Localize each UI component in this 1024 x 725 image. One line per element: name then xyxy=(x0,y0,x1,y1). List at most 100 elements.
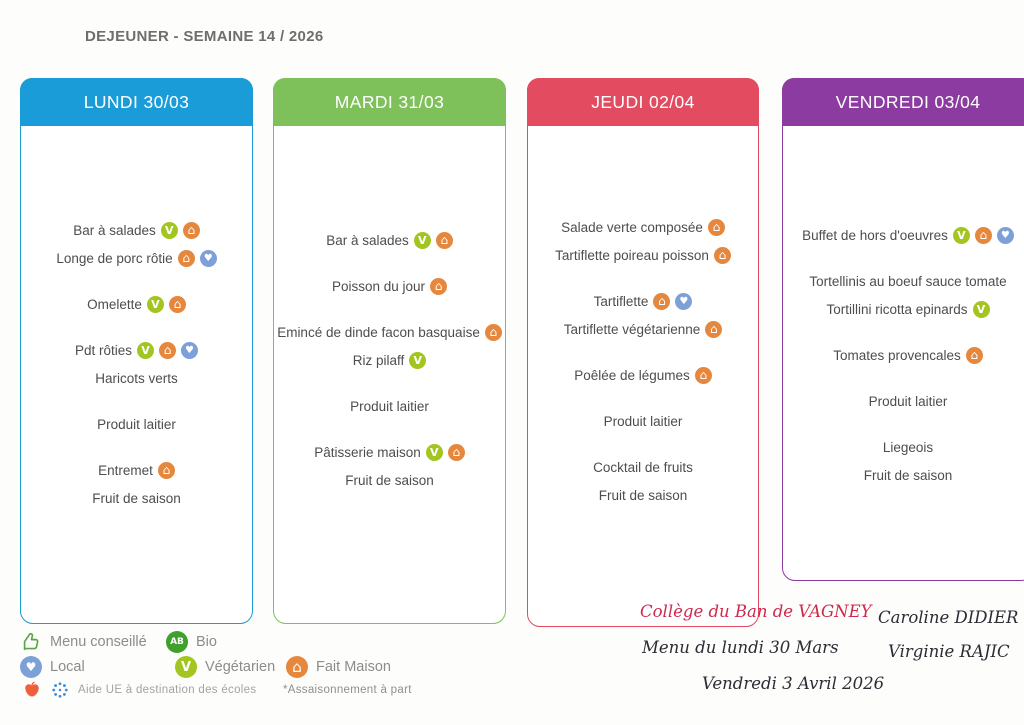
fait-maison-icon: ⌂ xyxy=(484,324,502,341)
menu-course-group: Pâtisserie maison V⌂ Fruit de saison xyxy=(280,443,499,490)
legend-vegetarien: V Végétarien xyxy=(175,656,275,678)
fait-maison-icon: ⌂ xyxy=(159,342,177,359)
menu-item-label: Buffet de hors d'oeuvres xyxy=(802,228,948,243)
menu-course-group: Entremet⌂Fruit de saison xyxy=(27,461,246,508)
local-icon: ♥ xyxy=(181,342,199,359)
legend-menu-conseille: Menu conseillé xyxy=(20,631,147,653)
legend-label-menu-conseille: Menu conseillé xyxy=(50,634,147,650)
legend-assaisonnement: *Assaisonnement à part xyxy=(283,684,412,696)
fait-maison-icon: ⌂ xyxy=(447,444,465,461)
vegetarien-icon: V xyxy=(137,342,155,359)
menu-item-label: Fruit de saison xyxy=(345,473,434,488)
legend-label-vegetarien: Végétarien xyxy=(205,659,276,675)
menu-item-label: Entremet xyxy=(98,463,153,478)
menu-item-label: Riz pilaff xyxy=(352,353,405,368)
menu-item-label: Omelette xyxy=(87,297,142,312)
menu-item-label: Tartiflette végétarienne xyxy=(563,322,701,337)
legend-local: ♥ Local xyxy=(20,656,85,678)
menu-item: Poisson du jour⌂ xyxy=(280,277,499,296)
day-header-jeudi: JEUDI 02/04 xyxy=(527,78,759,126)
menu-item-label: Pdt rôties xyxy=(74,343,133,358)
fait-maison-icon: ⌂ xyxy=(965,347,983,364)
fait-maison-icon: ⌂ xyxy=(705,321,723,338)
legend-bio: AB Bio xyxy=(166,631,217,653)
footer-signature-1: Caroline DIDIER xyxy=(878,608,1019,627)
legend-label-aide-ue: Aide UE à destination des écoles xyxy=(78,684,257,696)
footer-school-name: Collège du Ban de VAGNEY xyxy=(640,602,872,621)
menu-item: Tartiflette⌂♥ xyxy=(534,292,752,311)
menu-item: Entremet⌂ xyxy=(27,461,246,480)
menu-item: Tortellinis au boeuf sauce tomate xyxy=(789,272,1024,291)
menu-item-label: Produit laitier xyxy=(97,417,176,432)
menu-item: Pdt rôties V⌂♥ xyxy=(27,341,246,360)
menu-item-label: Emincé de dinde facon basquaise xyxy=(277,325,480,340)
menu-item-label: Tortellinis au boeuf sauce tomate xyxy=(809,274,1007,289)
vegetarien-icon: V xyxy=(175,656,197,678)
fait-maison-icon: ⌂ xyxy=(707,219,725,236)
fait-maison-icon: ⌂ xyxy=(435,232,453,249)
fait-maison-icon: ⌂ xyxy=(177,250,195,267)
menu-course-group: Tartiflette⌂♥ Tartiflette végétarienne ⌂ xyxy=(534,292,752,339)
menu-item-label: Pâtisserie maison xyxy=(314,445,421,460)
menu-item-label: Tartiflette poireau poisson xyxy=(555,248,709,263)
vegetarien-icon: V xyxy=(146,296,164,313)
vegetarien-icon: V xyxy=(160,222,178,239)
local-icon: ♥ xyxy=(675,293,693,310)
menu-course-group: Bar à salades V ⌂Longe de porc rôtie ⌂♥ xyxy=(27,221,246,268)
day-header-vendredi: VENDREDI 03/04 xyxy=(782,78,1024,126)
menu-item-label: Tomates provencales xyxy=(833,348,961,363)
menu-course-group: Poêlée de légumes ⌂ xyxy=(534,366,752,385)
menu-item: Pâtisserie maison V⌂ xyxy=(280,443,499,462)
fait-maison-icon: ⌂ xyxy=(713,247,731,264)
legend-label-fait-maison: Fait Maison xyxy=(316,659,391,675)
menu-item: Fruit de saison xyxy=(534,486,752,505)
fait-maison-icon: ⌂ xyxy=(694,367,712,384)
fait-maison-icon: ⌂ xyxy=(430,278,448,295)
menu-item: Produit laitier xyxy=(27,415,246,434)
menu-item-label: Fruit de saison xyxy=(863,468,953,483)
menu-course-group: Emincé de dinde facon basquaise ⌂ Riz pila… xyxy=(277,323,502,370)
menu-course-group: Poisson du jour⌂ xyxy=(280,277,499,296)
menu-course-group: Tomates provencales ⌂ xyxy=(789,346,1024,365)
menu-item: Longe de porc rôtie ⌂♥ xyxy=(27,249,246,268)
menu-item: Salade verte composée⌂ xyxy=(534,218,752,237)
menu-item: Liegeois xyxy=(789,438,1024,457)
footer-menu-line-1: Menu du lundi 30 Mars xyxy=(642,638,839,657)
fait-maison-icon: ⌂ xyxy=(653,293,671,310)
eu-stars-icon xyxy=(50,680,70,700)
vegetarien-icon: V xyxy=(425,444,443,461)
menu-conseille-icon xyxy=(20,631,42,653)
menu-item-label: Liegeois xyxy=(882,440,934,455)
day-header-mardi: MARDI 31/03 xyxy=(273,78,506,126)
menu-item-label: Longe de porc rôtie xyxy=(56,251,173,266)
menu-item-label: Cocktail de fruits xyxy=(593,460,693,475)
menu-item: Tartiflette poireau poisson ⌂ xyxy=(534,246,752,265)
local-icon: ♥ xyxy=(996,227,1014,244)
menu-item-label: Poêlée de légumes xyxy=(574,368,690,383)
menu-item: Poêlée de légumes ⌂ xyxy=(534,366,752,385)
menu-item-label: Bar à salades xyxy=(326,233,409,248)
menu-item: Produit laitier xyxy=(534,412,752,431)
legend-fait-maison: ⌂ Fait Maison xyxy=(286,656,391,678)
local-icon: ♥ xyxy=(199,250,217,267)
menu-item: Fruit de saison xyxy=(280,471,499,490)
menu-item-label: Bar à salades xyxy=(73,223,156,238)
menu-item: Cocktail de fruits xyxy=(534,458,752,477)
menu-item: Haricots verts xyxy=(27,369,246,388)
apple-icon xyxy=(22,680,42,700)
menu-item-label: Fruit de saison xyxy=(598,488,688,503)
